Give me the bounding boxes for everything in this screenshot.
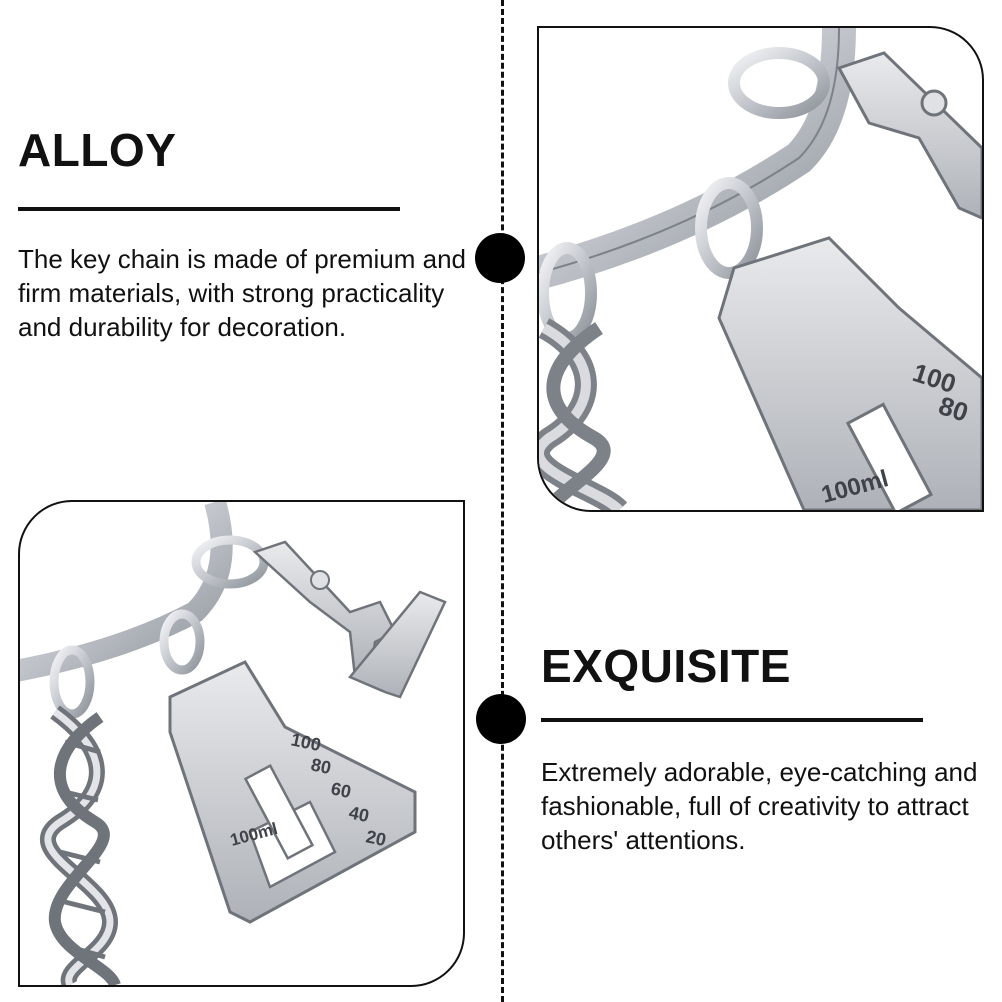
keychain-illustration: 100 80 60 40 20 100ml <box>20 502 447 985</box>
exquisite-description: Extremely adorable, eye-catching and fas… <box>541 757 978 855</box>
center-dashed-divider <box>501 0 504 1002</box>
alloy-bullet-dot <box>475 233 525 283</box>
dna-charm-icon <box>539 318 628 510</box>
alloy-underline <box>18 207 400 211</box>
closeup-keychain-illustration: 100 80 100ml <box>539 28 982 510</box>
dna-charm-icon <box>40 705 121 985</box>
exquisite-bullet-dot <box>476 694 526 744</box>
microscope-charm-icon <box>836 51 982 220</box>
flask-charm-icon: 100 80 60 40 20 100ml <box>168 660 417 924</box>
flask-scale-40: 40 <box>347 802 371 826</box>
flask-scale-20: 20 <box>364 826 388 850</box>
key-ring-icon <box>539 28 856 291</box>
alloy-heading: ALLOY <box>18 124 177 176</box>
exquisite-heading: EXQUISITE <box>541 640 791 692</box>
exquisite-underline <box>541 718 923 722</box>
flask-scale-80: 80 <box>309 754 333 778</box>
flask-scale-60: 60 <box>329 778 353 802</box>
closeup-photo: 100 80 100ml <box>537 26 984 512</box>
microscope-charm-icon <box>252 540 447 699</box>
alloy-description: The key chain is made of premium and fir… <box>18 244 466 342</box>
jump-ring-icon <box>695 177 763 279</box>
key-ring-icon <box>20 502 233 682</box>
jump-ring-icon <box>49 645 95 719</box>
product-photo: 100 80 60 40 20 100ml <box>18 500 465 987</box>
flask-charm-icon: 100 80 100ml <box>717 236 982 510</box>
jump-ring-icon <box>728 47 830 119</box>
jump-ring-icon <box>191 535 269 589</box>
jump-ring-icon <box>159 609 205 675</box>
